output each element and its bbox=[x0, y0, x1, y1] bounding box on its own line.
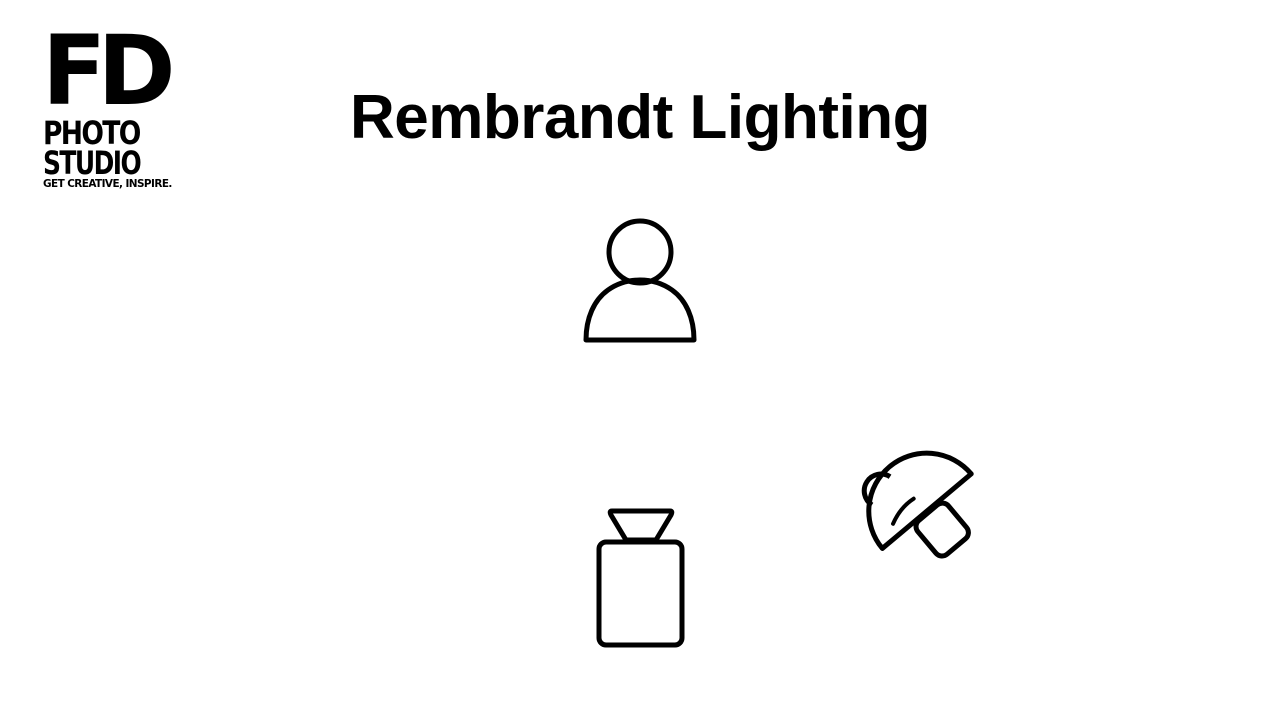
person-icon bbox=[580, 216, 700, 346]
logo-photo-text: PHOTO bbox=[43, 114, 141, 152]
logo-fd-mark: FD bbox=[42, 15, 176, 127]
brand-logo: FD PHOTO STUDIO GET CREATIVE, INSPIRE. bbox=[42, 15, 187, 195]
logo-tagline: GET CREATIVE, INSPIRE. bbox=[43, 177, 172, 190]
studio-light-icon bbox=[852, 440, 1008, 590]
page-title: Rembrandt Lighting bbox=[350, 83, 930, 152]
logo-studio-text: STUDIO bbox=[43, 144, 142, 182]
camera-icon bbox=[594, 506, 688, 650]
